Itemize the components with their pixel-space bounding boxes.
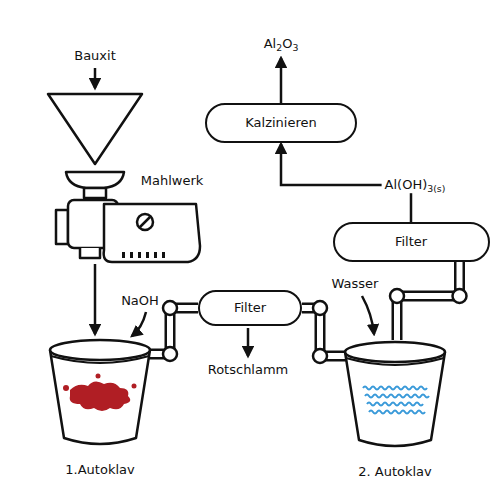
grinder-part-part [130, 252, 133, 258]
funnel-part [48, 94, 142, 164]
part-label: Wasser [332, 276, 379, 292]
autoclave-label: 2. Autoklav [358, 464, 432, 480]
pipe-bend [453, 289, 467, 303]
grinder-part [104, 204, 200, 262]
flow-arrows-part [94, 264, 97, 334]
pipe-bend [313, 349, 327, 363]
grinder-part [56, 210, 68, 244]
grinder-part [122, 252, 165, 258]
autoclave: 1.Autoklav [48, 338, 152, 480]
feed-arrow [94, 68, 97, 88]
autoclave: 2. Autoklav [343, 340, 447, 482]
grinder-part-part [162, 252, 165, 258]
process-box: Kalzinieren [205, 103, 357, 143]
grinder-part-part [146, 252, 149, 258]
pipe-outline [302, 308, 347, 356]
part-label: Al2O3 [264, 36, 299, 52]
pipe-bend [390, 289, 404, 303]
funnel [48, 94, 142, 164]
process-box: Filter [333, 222, 490, 262]
part-label: Rotschlamm [208, 362, 289, 378]
feed-arrow-part [94, 68, 97, 88]
grinder-part-part [122, 252, 125, 258]
edge-label: Al(OH)3(s) [382, 177, 449, 193]
part-label: NaOH [121, 293, 159, 309]
autoclave-label: 1.Autoklav [65, 462, 134, 478]
pipe-bend [163, 301, 177, 315]
pipe-core [397, 262, 460, 340]
process-label: Kalzinieren [245, 115, 316, 131]
pipe-connector [390, 262, 467, 340]
grinder-part-part [154, 252, 157, 258]
grinder-part [66, 172, 124, 188]
pipe-bend [313, 301, 327, 315]
part-label: Mahlwerk [141, 173, 204, 189]
flow-arrows-part [362, 296, 374, 334]
flow-arrows-part [280, 58, 283, 103]
flow-arrows [95, 58, 374, 356]
flow-arrows-part [247, 328, 250, 356]
pipe-connector [302, 301, 347, 363]
autoclave-bucket [48, 338, 152, 450]
pipe-connector [148, 301, 198, 361]
grinder-part-part [138, 252, 141, 258]
grinder-part [84, 188, 106, 198]
grinder-part [80, 248, 100, 258]
pipe-core [302, 308, 347, 356]
grinder-part [137, 214, 153, 230]
grinder-part [140, 217, 150, 227]
flow-arrows-part [132, 312, 146, 336]
process-box: Filter [198, 290, 302, 326]
autoclave-bucket [343, 340, 447, 452]
process-label: Filter [234, 300, 266, 316]
part-label: Bauxit [74, 48, 116, 64]
process-label: Filter [395, 234, 427, 250]
pipe-outline [397, 262, 460, 340]
pipe-bend [163, 347, 177, 361]
